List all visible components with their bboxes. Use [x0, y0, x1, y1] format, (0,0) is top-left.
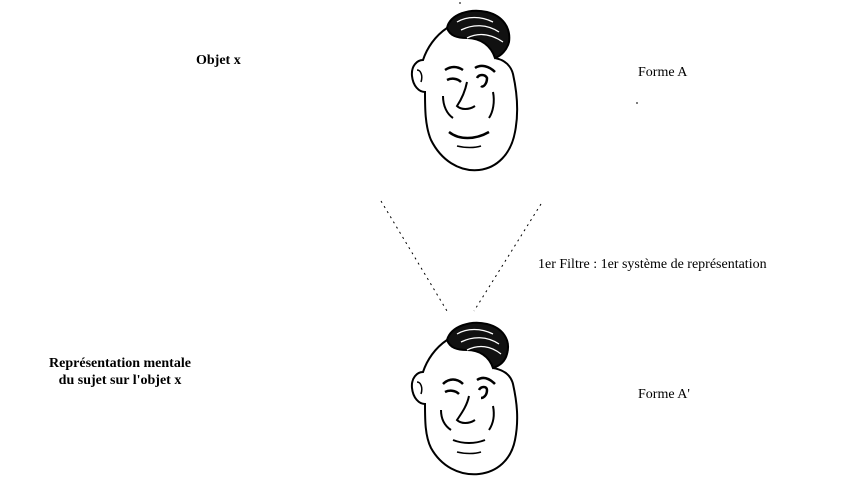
filter-line-right [473, 203, 542, 312]
form-a-prime-label: Forme A' [638, 387, 690, 402]
object-label: Objet x [196, 53, 241, 68]
form-a-label: Forme A [638, 65, 688, 80]
cartoon-face-icon [410, 9, 519, 172]
speck [459, 2, 461, 4]
filter-line-left [380, 200, 448, 312]
speck [636, 102, 638, 104]
mental-representation-line-1: Représentation mentale [49, 356, 191, 371]
filter-label: 1er Filtre : 1er système de représentati… [538, 257, 767, 272]
mental-representation-line-2: du sujet sur l'objet x [58, 373, 182, 388]
mental-representation-label: Représentation mentale du sujet sur l'ob… [5, 355, 235, 389]
cartoon-face-icon [410, 321, 519, 476]
